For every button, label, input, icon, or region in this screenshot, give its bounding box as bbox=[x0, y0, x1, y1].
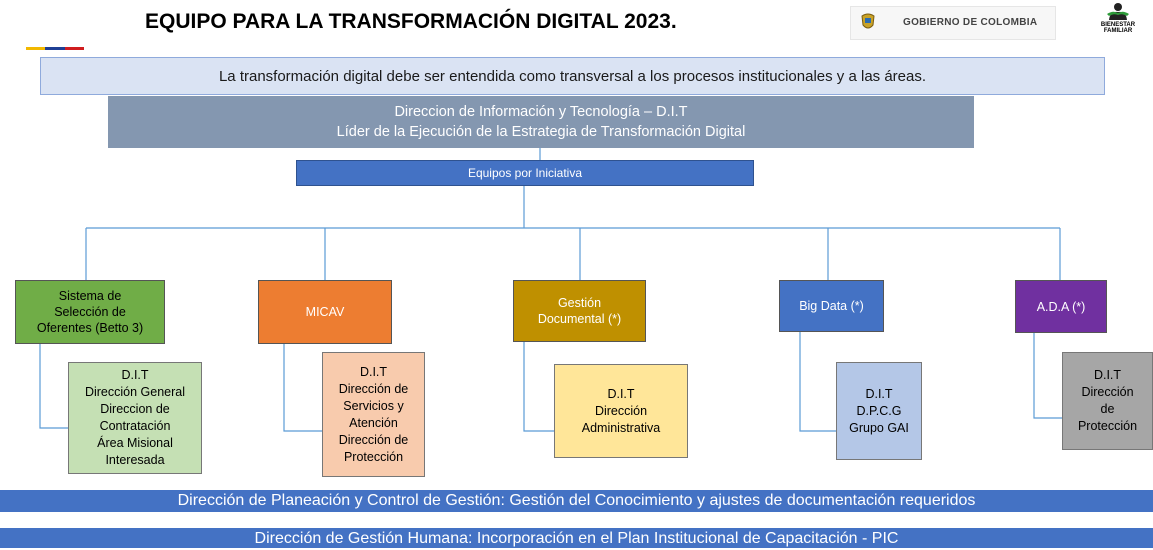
planeacion-bar: Dirección de Planeación y Control de Ges… bbox=[0, 490, 1153, 512]
flag-blue-stripe bbox=[45, 47, 65, 50]
member-line: Área Misional bbox=[97, 436, 173, 450]
member-line: D.I.T bbox=[1093, 368, 1122, 382]
flag-yellow-stripe bbox=[26, 47, 46, 50]
node-line: MICAV bbox=[305, 305, 345, 319]
node-line: Gestión bbox=[557, 296, 602, 310]
member-line: Protección bbox=[343, 449, 404, 464]
members-gestion-documental: D.I.T Dirección Administrativa bbox=[554, 364, 688, 458]
coat-of-arms-icon bbox=[861, 13, 875, 29]
member-line: Grupo GAI bbox=[849, 420, 909, 435]
initiative-micav: MICAV bbox=[258, 280, 392, 344]
teams-label: Equipos por Iniciativa bbox=[467, 166, 583, 180]
node-line: Big Data (*) bbox=[799, 299, 864, 313]
member-line: de bbox=[1100, 402, 1115, 416]
node-line: Documental (*) bbox=[537, 312, 622, 326]
node-line: Oferentes (Betto 3) bbox=[36, 321, 144, 335]
page-title: EQUIPO PARA LA TRANSFORMACIÓN DIGITAL 20… bbox=[145, 10, 677, 33]
member-line: Dirección de bbox=[338, 432, 409, 447]
member-line: Interesada bbox=[105, 453, 165, 467]
initiative-ada: A.D.A (*) bbox=[1015, 280, 1107, 333]
gov-label: GOBIERNO DE COLOMBIA bbox=[903, 17, 1038, 28]
transversal-banner: La transformación digital debe ser enten… bbox=[40, 57, 1105, 95]
member-line: Dirección General bbox=[84, 385, 186, 399]
initiative-gestion-documental: Gestión Documental (*) bbox=[513, 280, 646, 342]
connector-sub-2 bbox=[283, 344, 322, 432]
members-micav: D.I.T Dirección de Servicios y Atención … bbox=[322, 352, 425, 477]
member-line: Dirección de bbox=[338, 381, 409, 396]
member-line: D.I.T bbox=[607, 386, 635, 401]
family-icon bbox=[1107, 3, 1129, 20]
member-line: D.I.T bbox=[359, 364, 388, 379]
dit-leader-box: Direccion de Información y Tecnología – … bbox=[108, 96, 974, 148]
dit-line1: Direccion de Información y Tecnología – … bbox=[394, 104, 688, 120]
member-line: D.I.T bbox=[865, 386, 893, 401]
gestion-humana-bar: Dirección de Gestión Humana: Incorporaci… bbox=[0, 528, 1153, 548]
members-ada: D.I.T Dirección de Protección bbox=[1062, 352, 1153, 450]
gobierno-de-colombia-logo: GOBIERNO DE COLOMBIA bbox=[850, 6, 1056, 40]
node-line: Selección de bbox=[54, 305, 126, 319]
member-line: D.I.T bbox=[121, 368, 149, 382]
member-line: D.P.C.G bbox=[856, 403, 902, 418]
node-line: Sistema de bbox=[58, 289, 122, 303]
members-big-data: D.I.T D.P.C.G Grupo GAI bbox=[836, 362, 922, 460]
icbf-logo: BIENESTAR FAMILIAR bbox=[1088, 2, 1148, 38]
member-line: Administrativa bbox=[581, 420, 661, 435]
member-line: Protección bbox=[1077, 419, 1138, 433]
colombia-flag-bar bbox=[26, 47, 84, 50]
node-line: A.D.A (*) bbox=[1036, 299, 1086, 314]
initiative-seleccion-oferentes: Sistema de Selección de Oferentes (Betto… bbox=[15, 280, 165, 344]
member-line: Contratación bbox=[99, 419, 171, 433]
member-line: Direccion de bbox=[100, 402, 170, 416]
member-line: Servicios y bbox=[343, 398, 404, 413]
initiative-big-data: Big Data (*) bbox=[779, 280, 884, 332]
dit-line2: Líder de la Ejecución de la Estrategia d… bbox=[336, 124, 746, 140]
members-seleccion-oferentes: D.I.T Dirección General Direccion de Con… bbox=[68, 362, 202, 474]
connector-sub-1 bbox=[39, 344, 68, 429]
icbf-line2: FAMILIAR bbox=[1103, 28, 1133, 34]
banner-text: La transformación digital debe ser enten… bbox=[218, 67, 927, 85]
member-line: Dirección bbox=[1081, 385, 1134, 399]
member-line: Atención bbox=[349, 415, 398, 430]
icbf-line1: BIENESTAR bbox=[1100, 22, 1136, 28]
member-line: Dirección bbox=[594, 403, 648, 418]
flag-red-stripe bbox=[64, 47, 84, 50]
connector-sub-3 bbox=[523, 342, 554, 432]
connector-sub-5 bbox=[1033, 333, 1062, 419]
connector-sub-4 bbox=[799, 332, 836, 432]
teams-by-initiative: Equipos por Iniciativa bbox=[296, 160, 754, 186]
